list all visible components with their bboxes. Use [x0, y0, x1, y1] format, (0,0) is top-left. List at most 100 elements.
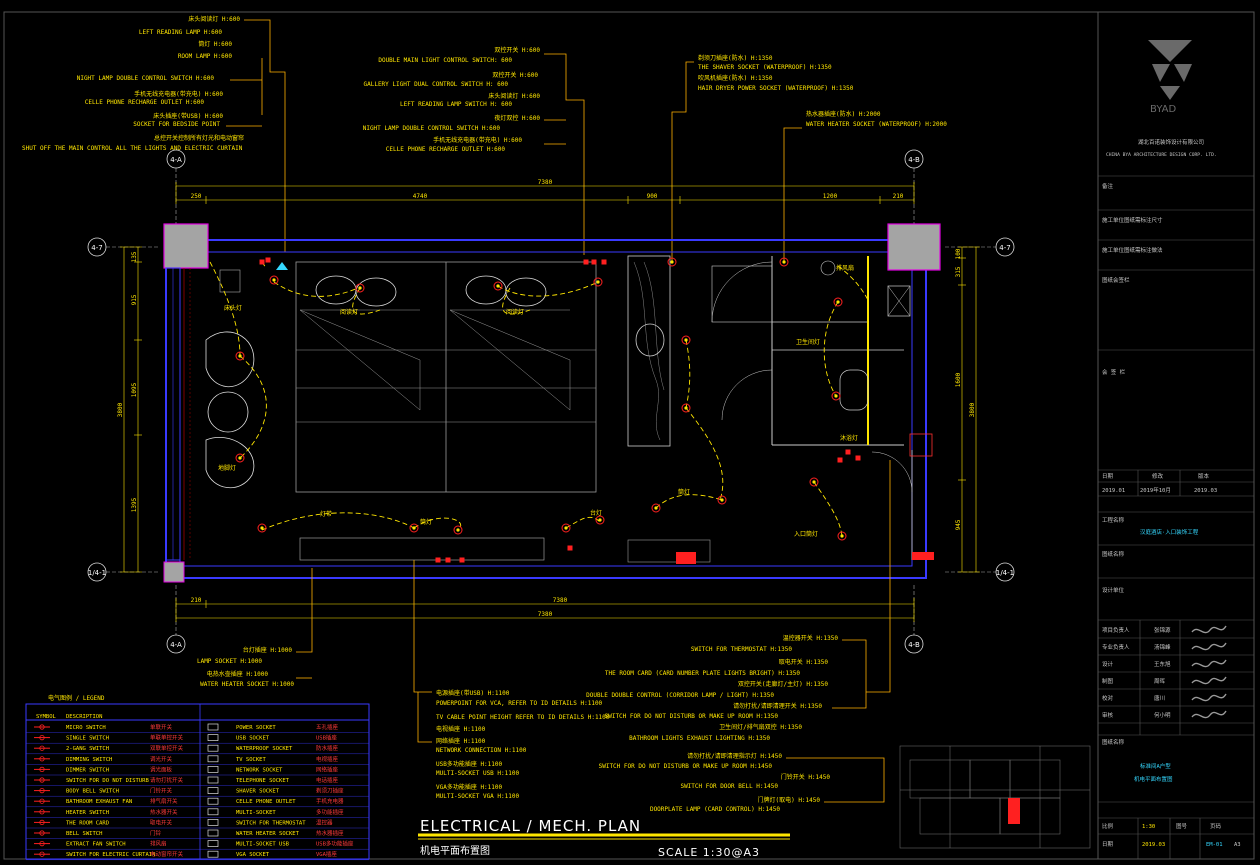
- legend-symbol-icon: [207, 766, 219, 773]
- signature-scribble: [1191, 693, 1227, 702]
- legend-desc-cn: 温控器: [316, 818, 333, 826]
- column: [887, 223, 941, 271]
- legend-desc-cn: 热水器插座: [316, 829, 344, 837]
- svg-text:135: 135: [131, 251, 138, 262]
- notes-center-group: 双控开关 H:600 DOUBLE MAIN LIGHT CONTROL SWI…: [363, 46, 585, 255]
- svg-text:卫生间灯: 卫生间灯: [796, 338, 820, 346]
- svg-text:机电平面布置图: 机电平面布置图: [1134, 775, 1173, 783]
- svg-text:THE ROOM CARD (CARD NUMBER PLA: THE ROOM CARD (CARD NUMBER PLATE LIGHTS …: [605, 670, 800, 677]
- sign-name: 张锦源: [1154, 626, 1171, 634]
- svg-text:VGA多功能插座 H:1100: VGA多功能插座 H:1100: [436, 783, 503, 791]
- legend-symbol-icon: [34, 787, 50, 794]
- svg-text:HAIR DRYER POWER SOCKET (WATER: HAIR DRYER POWER SOCKET (WATERPROOF) H:1…: [698, 85, 854, 92]
- legend-symbol-icon: [207, 797, 219, 805]
- legend-desc-cn: 调光开关: [150, 755, 173, 763]
- svg-text:3800: 3800: [117, 402, 124, 417]
- armchair: [205, 331, 255, 388]
- legend-desc-cn: 防水插座: [316, 744, 339, 752]
- washbasin: [635, 323, 665, 357]
- note-text: 床头阅读灯 H:600: [188, 15, 240, 23]
- legend-desc-en: POWER SOCKET: [236, 725, 276, 731]
- svg-text:双控开关 H:600: 双控开关 H:600: [492, 71, 538, 79]
- svg-text:4-A: 4-A: [170, 641, 182, 649]
- legend-desc-en: MULTI-SOCKET: [236, 810, 276, 816]
- legend-desc-en: DIMMER SWITCH: [66, 767, 109, 773]
- note-text: NIGHT LAMP DOUBLE CONTROL SWITCH H:600: [77, 75, 215, 82]
- signature-scribble: [1191, 676, 1227, 685]
- legend-symbol-icon: [34, 777, 50, 783]
- light-fixture-icon: [257, 523, 267, 533]
- svg-text:2019.03: 2019.03: [1142, 842, 1165, 848]
- legend-desc-en: WATER HEATER SOCKET: [236, 831, 300, 837]
- drawing-title: ELECTRICAL / MECH. PLAN 机电平面布置图 SCALE 1:…: [418, 817, 790, 859]
- switch-icon: [837, 457, 843, 463]
- legend-symbol-icon: [34, 756, 50, 762]
- svg-text:床头灯: 床头灯: [224, 304, 242, 312]
- svg-text:吹风机插座(防水) H:1350: 吹风机插座(防水) H:1350: [698, 74, 773, 82]
- switch-icon: [567, 545, 573, 551]
- note-text: LEFT READING LAMP H:600: [139, 29, 222, 36]
- light-fixture-icon: [681, 403, 691, 413]
- svg-text:备注: 备注: [1102, 182, 1114, 190]
- switch-icon: [591, 259, 597, 265]
- fixtures: [235, 257, 861, 563]
- svg-text:SYMBOL: SYMBOL: [36, 714, 57, 720]
- light-fixture-icon: [493, 281, 503, 291]
- legend-desc-en: SWITCH FOR ELECTRIC CURTAIN: [66, 852, 155, 858]
- svg-text:BYAD: BYAD: [1150, 104, 1176, 115]
- switch-icon: [265, 257, 271, 263]
- legend-desc-en: USB SOCKET: [236, 736, 270, 742]
- dimensions-left: [120, 246, 142, 573]
- note-text: 筒灯 H:600: [198, 40, 232, 48]
- svg-text:915: 915: [131, 294, 138, 305]
- svg-text:取电开关 H:1350: 取电开关 H:1350: [779, 658, 829, 666]
- svg-text:阅读灯: 阅读灯: [506, 308, 524, 316]
- toilet: [839, 369, 869, 411]
- svg-text:2019年10月: 2019年10月: [1140, 486, 1171, 494]
- light-fixture-icon: [593, 277, 603, 287]
- svg-text:版本: 版本: [1198, 472, 1210, 480]
- key-plan: [899, 745, 1091, 849]
- legend-desc-en: BODY BELL SWITCH: [66, 789, 119, 795]
- light-fixture-icon: [409, 523, 419, 533]
- svg-text:1200: 1200: [823, 193, 838, 200]
- legend-desc-cn: 五孔插座: [316, 723, 339, 731]
- legend-desc-en: CELLE PHONE OUTLET: [236, 799, 296, 805]
- light-fixture-icon: [651, 503, 661, 513]
- legend-symbol-icon: [34, 798, 50, 804]
- tv-cabinet: [627, 539, 711, 563]
- note-text: CELLE PHONE RECHARGE OUTLET H:600: [85, 99, 205, 106]
- svg-text:A3: A3: [1234, 842, 1241, 848]
- signature-scribble: [1191, 659, 1227, 668]
- axis-bubble: [166, 149, 186, 169]
- svg-text:4740: 4740: [413, 193, 428, 200]
- legend-symbol-icon: [207, 755, 219, 763]
- column: [163, 561, 185, 583]
- svg-text:施工单位图纸需标注尺寸: 施工单位图纸需标注尺寸: [1102, 216, 1163, 224]
- wall-inner: [179, 251, 913, 567]
- svg-text:阅读灯: 阅读灯: [340, 308, 358, 316]
- svg-text:日期: 日期: [1102, 473, 1114, 480]
- svg-text:比例: 比例: [1102, 822, 1114, 830]
- legend-symbol-icon: [207, 787, 219, 794]
- legend-symbol-icon: [207, 723, 219, 731]
- legend-desc-en: SWITCH FOR THERMOSTAT: [236, 820, 306, 826]
- side-table: [207, 391, 249, 433]
- switch-icon: [435, 557, 441, 563]
- legend-desc-cn: 手机充电器: [316, 797, 344, 805]
- axis-bubble: [166, 634, 186, 654]
- light-fixture-icon: [779, 257, 789, 267]
- svg-text:工程名称: 工程名称: [1102, 516, 1125, 524]
- light-fixture-icon: [235, 351, 245, 361]
- svg-text:SWITCH FOR DO NOT DISTURB OR M: SWITCH FOR DO NOT DISTURB OR MAKE UP ROO…: [599, 763, 773, 770]
- signature-scribble: [1191, 625, 1227, 634]
- legend-desc-cn: 门铃开关: [150, 787, 173, 795]
- svg-text:沐浴灯: 沐浴灯: [840, 434, 858, 442]
- light-fixture-icon: [453, 525, 463, 535]
- note-text: 总控开关控制所有灯光和电动窗帘: [154, 134, 244, 142]
- svg-text:CELLE PHONE RECHARGE OUTLET H:: CELLE PHONE RECHARGE OUTLET H:600: [386, 146, 506, 153]
- leader-line: [244, 19, 286, 252]
- legend-desc-cn: USB插座: [316, 734, 337, 742]
- svg-text:900: 900: [647, 193, 658, 200]
